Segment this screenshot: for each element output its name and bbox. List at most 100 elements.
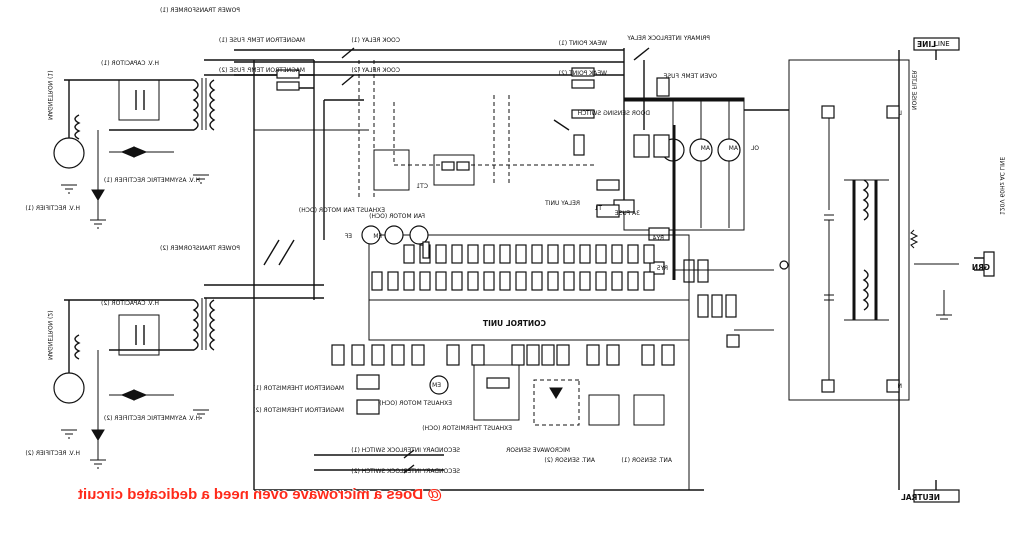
- cook-relay-2-label: COOK RELAY (2): [351, 67, 400, 74]
- door-sensing-switch-label: DOOR SENSING SWITCH: [578, 110, 650, 117]
- hv-capacitor-2-label: H.V. CAPACITOR (2): [101, 300, 159, 307]
- ant-sensor-2-box: [633, 394, 665, 426]
- exhaust-thermistor: [486, 377, 510, 389]
- relay-terminal: [726, 334, 740, 348]
- secondary-interlock-switch-2: [403, 464, 415, 474]
- cook-relay-1-switch: [341, 47, 355, 59]
- ry5-box: [649, 261, 665, 275]
- fm-text: FM: [373, 233, 382, 240]
- relay-r4: [711, 294, 723, 318]
- cook-relay-2-switch: [341, 74, 355, 86]
- noise-filter-label: NOISE FILTER: [910, 70, 917, 110]
- exhaust-fan-motor-label: EXHAUST FAN MOTOR (OCH): [299, 207, 385, 214]
- ground-symbol-plug: [936, 290, 952, 320]
- oven-temp-fuse-box: [656, 77, 670, 97]
- hv-rectifier-1-label: H.V. RECTIFIER (1): [25, 205, 80, 212]
- magnetron-thermistor-1: [356, 374, 380, 390]
- l-text: L: [898, 110, 902, 117]
- magnetron-thermistor-2: [356, 399, 380, 415]
- exhaust-fan-ef: [361, 225, 381, 245]
- t1-transformer: [596, 204, 620, 218]
- fan-motor-em: [409, 225, 429, 245]
- magnetron-temp-fuse-2-label: MAGNETRON TEMP. FUSE (2): [219, 67, 305, 74]
- exhaust-thermistor-box: [473, 364, 520, 421]
- primary-interlock-switch: [633, 47, 650, 61]
- ct1-relay-b: [441, 161, 455, 171]
- ry5-text: RY5: [657, 265, 668, 272]
- microwave-sensor-diode: [549, 387, 563, 399]
- ant-sensor-1-label: ANT. SENSOR (1): [621, 457, 672, 464]
- caption-watermark: @ Does a microwave oven need a dedicated…: [78, 486, 442, 503]
- n-text: N: [898, 383, 903, 390]
- ry4-box: [648, 227, 670, 241]
- fan-motor-fm: [384, 225, 404, 245]
- magnetron-thermistor-2-label: MAGNETRON THERMISTOR (2): [253, 407, 344, 414]
- monitor-switch-1: [278, 239, 295, 266]
- transformer-1-secondary: [192, 79, 199, 131]
- door-sensing-switch: [553, 119, 570, 131]
- ef-text: EF: [344, 233, 352, 240]
- ct1-text: CT1: [416, 183, 428, 190]
- ct1-box: [433, 154, 475, 186]
- magnetron-temp-fuse-2: [276, 81, 300, 91]
- secondary-interlock-switch-1: [403, 449, 415, 459]
- t1-text: T1: [594, 205, 603, 212]
- fuse-3a-text: 3A FUSE: [615, 210, 640, 217]
- power-plug: [983, 251, 995, 277]
- magnetron-2-label: MAGNETRON (2): [46, 310, 53, 360]
- ol-text: OL: [750, 145, 759, 152]
- ground-terminal: [779, 260, 789, 270]
- weak-point-1-fuse: [571, 67, 595, 77]
- neutral-text: NEUTRAL: [901, 493, 940, 502]
- lower-connectors: [331, 344, 675, 366]
- filter-terminal-n: [886, 379, 900, 393]
- power-transformer-1-label: POWER TRANSFORMER (1): [160, 7, 240, 14]
- transformer-2-primary: [209, 299, 216, 351]
- line-label: LINE: [934, 40, 950, 48]
- cook-relay-1-label: COOK RELAY (1): [351, 37, 400, 44]
- weak-point-1-label: WEAK POINT (1): [559, 40, 607, 47]
- secondary-interlock-1-label: SECONDARY INTERLOCK SWITCH (1): [351, 447, 460, 454]
- magnetron-temp-fuse-1-label: MAGNETRON TEMP. FUSE (1): [219, 37, 305, 44]
- transformer-2-secondary: [192, 299, 199, 351]
- filter-inductor-2: [862, 269, 869, 311]
- control-unit-box: [368, 234, 690, 341]
- noise-filter-box: [788, 59, 910, 401]
- ant-sensor-1-box: [588, 394, 620, 426]
- magnetron-1: [53, 137, 85, 169]
- door-resistor: [573, 134, 585, 156]
- ant-sensor-2-label: ANT. SENSOR (2): [544, 457, 595, 464]
- magnetron-2-filament: [74, 334, 81, 360]
- relay-r3: [725, 294, 737, 318]
- grn-text: GRN: [972, 263, 990, 272]
- magnetron-2: [53, 372, 85, 404]
- filter-inductor-1: [862, 179, 869, 221]
- am2-text: AM: [729, 145, 738, 152]
- secondary-interlock-2-label: SECONDARY INTERLOCK SWITCH (2): [351, 468, 460, 475]
- weak-point-2-label: WEAK POINT (2): [559, 70, 607, 77]
- primary-interlock-relay-label: PRIMARY INTERLOCK RELAY: [627, 35, 710, 42]
- magnetron-1-filament: [74, 114, 81, 140]
- em-text: EM: [432, 382, 441, 389]
- relay-unit-label: RELAY UNIT: [545, 200, 580, 207]
- hv-rectifier-2-label: H.V. RECTIFIER (2): [25, 450, 80, 457]
- door-sensing-fuse: [571, 109, 595, 119]
- line-text: LINE: [917, 40, 936, 49]
- magnetron-1-label: MAGNETRON (1): [46, 70, 53, 120]
- labels: LINE: [934, 40, 950, 48]
- monitor-switch-2: [263, 239, 280, 266]
- ry4-text: RY4: [653, 235, 664, 242]
- filter-terminal-out-n: [821, 379, 835, 393]
- relay-r1: [697, 259, 709, 283]
- relay-block: [373, 149, 410, 191]
- hv-capacitor-2: [118, 314, 160, 356]
- ct1-relay-a: [456, 161, 470, 171]
- fan-capacitor: [422, 241, 430, 259]
- magnetron-temp-fuse-1: [276, 69, 300, 79]
- relay-coil-1: [653, 134, 670, 158]
- magnetron-thermistor-1-label: MAGNETRON THERMISTOR (1): [253, 385, 344, 392]
- control-unit-resistor-array: [371, 244, 655, 291]
- power-transformer-2-label: POWER TRANSFORMER (2): [160, 245, 240, 252]
- filter-terminal-l: [886, 105, 900, 119]
